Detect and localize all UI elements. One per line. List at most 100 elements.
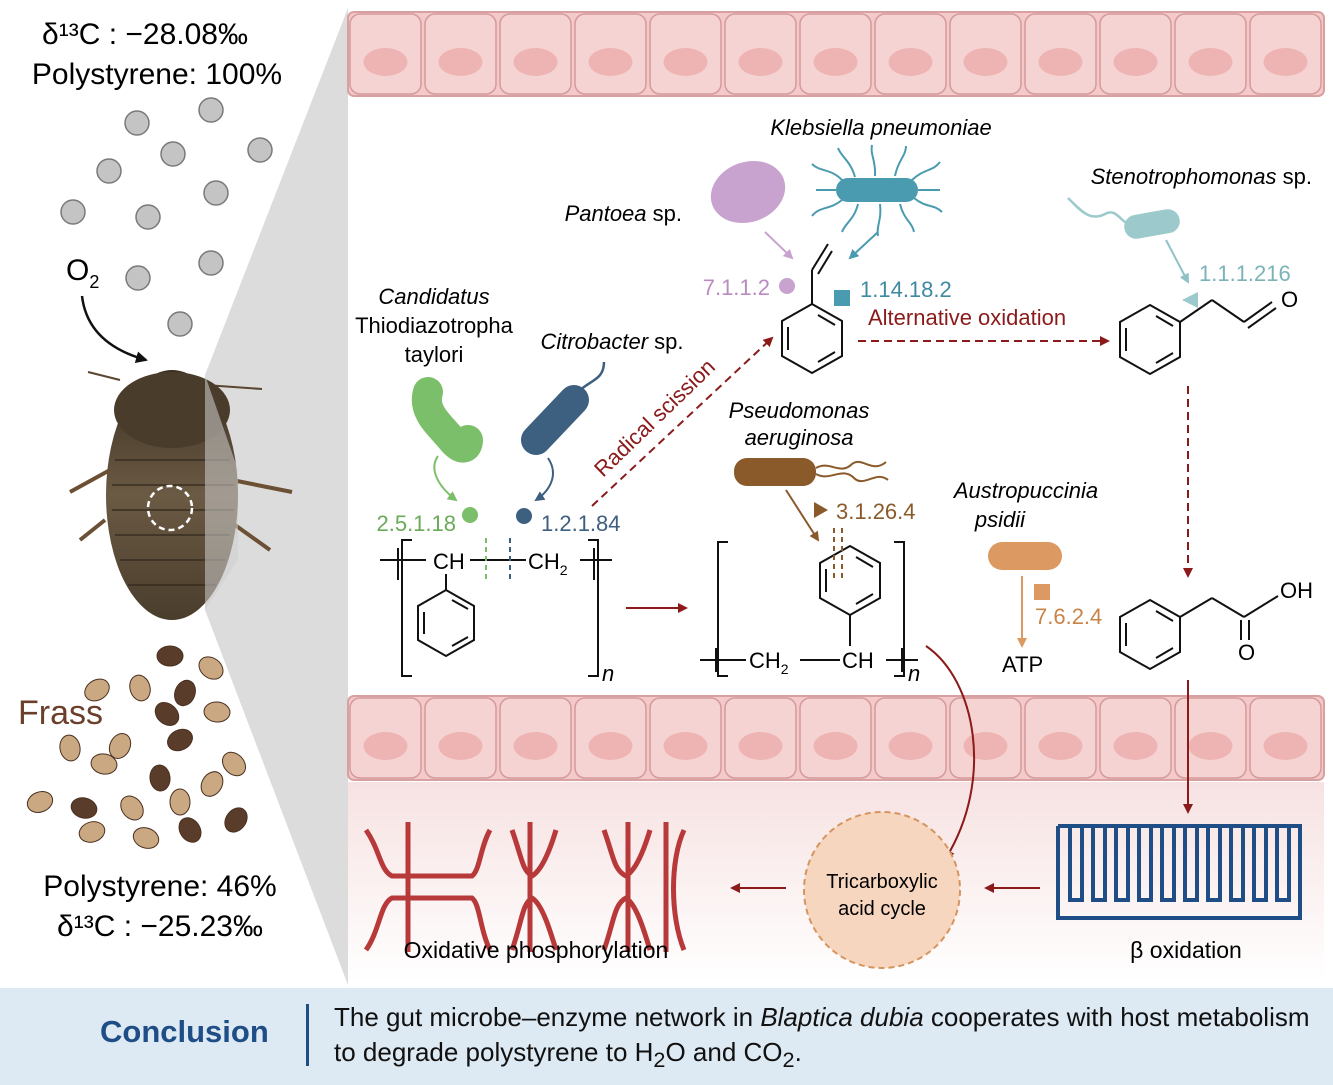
klebsiella-arrow [848, 231, 879, 260]
candidatus-arrow [433, 455, 458, 502]
candidatus-label-line2: Thiodiazotropha [355, 313, 514, 338]
enzyme-1-2-1-84-marker [516, 508, 532, 524]
frass-pellet [222, 751, 246, 777]
frass-pellet [154, 702, 180, 726]
klebsiella-label: Klebsiella pneumoniae [770, 115, 991, 140]
tca-label-line1: Tricarboxylic [826, 871, 938, 893]
frass-pellet [203, 701, 231, 723]
oxygen-label: O2 [66, 254, 99, 292]
enzyme-7-1-1-2: 7.1.1.2 [703, 275, 770, 300]
acid-oxygen: O [1238, 640, 1255, 665]
stenotrophomonas-flagellum [1067, 197, 1129, 226]
frass-pellet [108, 733, 132, 759]
pantoea-label: Pantoea sp. [565, 201, 682, 226]
cell-nucleus [888, 48, 933, 76]
frass-pellet [132, 827, 160, 849]
oxygen-arrow [80, 295, 148, 364]
cell-nucleus [963, 48, 1008, 76]
ch-label: CH [433, 549, 465, 574]
tca-label-line2: acid cycle [838, 898, 926, 920]
enzyme-3-1-26-4-marker [814, 502, 828, 518]
tca-cycle-circle [803, 811, 961, 969]
frass-pellet [149, 764, 171, 792]
ch2-label: CH2 [528, 549, 568, 578]
pantoea-arrow [764, 231, 794, 260]
alternative-oxidation-label: Alternative oxidation [868, 305, 1066, 330]
beta-oxidation-label: β oxidation [1130, 937, 1242, 963]
cell-nucleus [438, 732, 483, 760]
oxphos-label: Oxidative phosphorylation [404, 937, 669, 963]
cell-nucleus [963, 732, 1008, 760]
top-polystyrene-label: Polystyrene: 100% [32, 58, 282, 91]
frass-pellet [59, 734, 81, 762]
enzyme-7-6-2-4-marker [1034, 584, 1050, 600]
enzyme-2-5-1-18: 2.5.1.18 [376, 511, 456, 536]
top-isotope-label: δ¹³C : −28.08‰ [42, 18, 248, 51]
candidatus-label-line1: Candidatus [378, 284, 489, 309]
bottom-isotope-label: δ¹³C : −25.23‰ [57, 910, 263, 943]
conclusion-bar [0, 988, 1333, 1085]
enzyme-1-14-18-2: 1.14.18.2 [860, 277, 952, 302]
cell-nucleus [1038, 48, 1083, 76]
pseudomonas-cell [734, 458, 816, 486]
oxphos-membrane [363, 822, 687, 952]
frass-pellet [70, 797, 98, 819]
candidatus-cell [411, 377, 483, 463]
phenylacetic-acid-structure [1119, 595, 1279, 671]
frass-pellet [90, 753, 118, 775]
klebsiella-body [836, 178, 918, 202]
aldehyde-oxygen: O [1281, 287, 1298, 312]
cell-nucleus [1263, 732, 1308, 760]
beta-oxidation-membrane [1056, 824, 1302, 920]
cell-nucleus [1038, 732, 1083, 760]
to-tca-arrow [925, 645, 975, 860]
enzyme-1-1-1-216: 1.1.1.216 [1199, 261, 1291, 286]
austropuccinia-label-line2: psidii [974, 507, 1026, 532]
cell-nucleus [738, 732, 783, 760]
frass-pellet [178, 817, 202, 843]
cell-nucleus [1188, 732, 1233, 760]
enzyme-1-2-1-84: 1.2.1.84 [541, 511, 621, 536]
pseudomonas-label-line1: Pseudomonas [729, 398, 870, 423]
atp-label: ATP [1002, 652, 1043, 677]
cell-nucleus [588, 732, 633, 760]
enzyme-7-1-1-2-marker [779, 278, 795, 294]
ch-label-alt: CH [842, 648, 874, 673]
frass-pellet [156, 645, 184, 667]
frass-label: Frass [18, 694, 103, 732]
styrene-structure [781, 243, 843, 375]
citrobacter-cell [521, 385, 589, 455]
frass-pellet [26, 791, 54, 813]
frass-pellet [174, 679, 196, 707]
conclusion-text: The gut microbe–enzyme network in Blapti… [334, 1002, 1310, 1073]
zoom-funnel [205, 8, 348, 985]
cockroach-image [69, 370, 293, 620]
frass-pellet [200, 771, 224, 797]
frass-pellet [224, 807, 248, 833]
cell-nucleus [363, 732, 408, 760]
candidatus-label-line3: taylori [405, 342, 464, 367]
bottom-polystyrene-label: Polystyrene: 46% [43, 870, 276, 903]
austropuccinia-cell [988, 542, 1062, 570]
pseudomonas-arrow [785, 489, 820, 542]
enzyme-1-1-1-216-marker [1182, 292, 1198, 308]
cell-nucleus [813, 732, 858, 760]
cell-nucleus [513, 732, 558, 760]
cell-nucleus [1188, 48, 1233, 76]
enzyme-1-14-18-2-marker [834, 290, 850, 306]
cell-nucleus [363, 48, 408, 76]
enzyme-3-1-26-4: 3.1.26.4 [836, 499, 916, 524]
stenotrophomonas-arrow [1165, 239, 1189, 284]
repeat-n-left: n [602, 661, 614, 686]
cell-nucleus [513, 48, 558, 76]
stenotrophomonas-label: Stenotrophomonas sp. [1091, 164, 1312, 189]
polystyrene-structure [380, 539, 612, 677]
cell-nucleus [1113, 732, 1158, 760]
cell-nucleus [888, 732, 933, 760]
repeat-n-right: n [908, 661, 920, 686]
cell-nucleus [588, 48, 633, 76]
polystyrene-structure-alt [700, 541, 918, 677]
citrobacter-arrow [534, 457, 554, 502]
top-epithelium [347, 11, 1325, 97]
